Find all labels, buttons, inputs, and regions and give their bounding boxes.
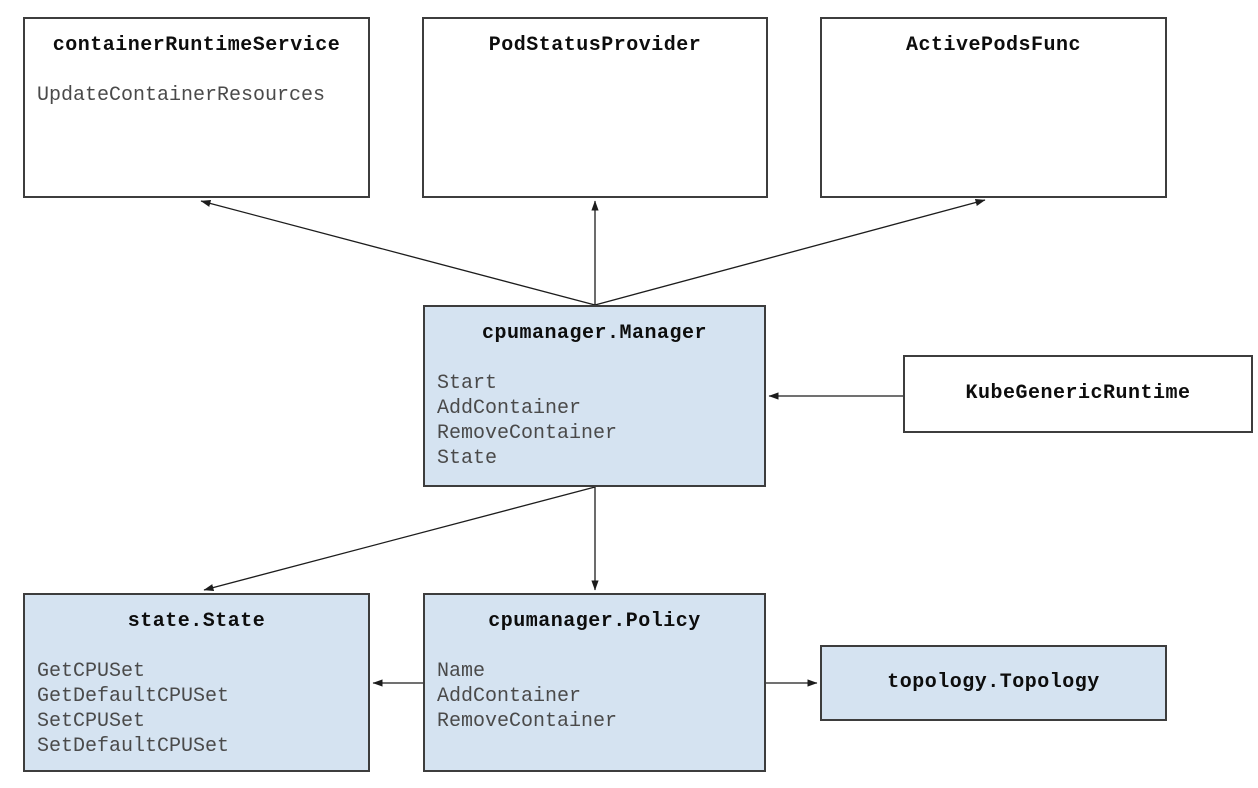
node-title: PodStatusProvider: [488, 34, 702, 57]
method-item: AddContainer: [437, 685, 582, 708]
method-item: GetDefaultCPUSet: [37, 685, 230, 708]
method-item: GetCPUSet: [37, 660, 146, 683]
method-item: RemoveContainer: [437, 710, 618, 733]
node-state-state: state.State GetCPUSet GetDefaultCPUSet S…: [23, 593, 370, 772]
node-title: cpumanager.Manager: [481, 322, 708, 345]
node-topology-topology: topology.Topology: [820, 645, 1167, 721]
method-item: State: [437, 447, 498, 470]
node-method-list: Start AddContainer RemoveContainer State: [437, 371, 752, 471]
edge-cpumanager_manager-to-container_runtime_service: [200, 199, 596, 306]
edge-cpumanager_manager-to-active_pods_func: [594, 198, 986, 306]
node-title: KubeGenericRuntime: [965, 382, 1191, 405]
node-method-list: UpdateContainerResources: [37, 83, 356, 108]
node-title: state.State: [127, 610, 266, 633]
node-pod-status-provider: PodStatusProvider: [422, 17, 768, 198]
node-active-pods-func: ActivePodsFunc: [820, 17, 1167, 198]
method-item: Start: [437, 372, 498, 395]
method-item: UpdateContainerResources: [37, 84, 326, 107]
method-item: SetDefaultCPUSet: [37, 735, 230, 758]
node-method-list: GetCPUSet GetDefaultCPUSet SetCPUSet Set…: [37, 659, 356, 759]
node-kube-generic-runtime: KubeGenericRuntime: [903, 355, 1253, 433]
node-container-runtime-service: containerRuntimeService UpdateContainerR…: [23, 17, 370, 198]
node-title: topology.Topology: [887, 671, 1100, 694]
edge-cpumanager_manager-to-state_state: [203, 486, 596, 592]
method-item: AddContainer: [437, 397, 582, 420]
node-title: cpumanager.Policy: [488, 610, 701, 633]
node-method-list: Name AddContainer RemoveContainer: [437, 659, 752, 734]
method-item: SetCPUSet: [37, 710, 146, 733]
node-title: containerRuntimeService: [52, 34, 341, 57]
method-item: Name: [437, 660, 486, 683]
node-cpumanager-policy: cpumanager.Policy Name AddContainer Remo…: [423, 593, 766, 772]
method-item: RemoveContainer: [437, 422, 618, 445]
node-title: ActivePodsFunc: [905, 34, 1082, 57]
node-cpumanager-manager: cpumanager.Manager Start AddContainer Re…: [423, 305, 766, 487]
